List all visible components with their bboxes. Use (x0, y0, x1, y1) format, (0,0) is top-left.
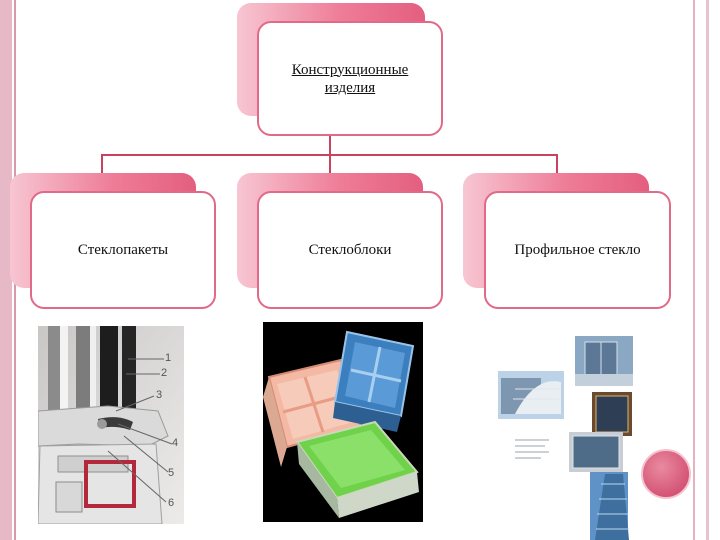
child-node-stekloblocki: Стеклоблоки (257, 191, 443, 309)
slide-right-line (693, 0, 695, 540)
connector-left (101, 154, 103, 174)
callout-6: 6 (168, 497, 175, 509)
photo-profile-glass-buildings (495, 334, 641, 540)
connector-right (556, 154, 558, 174)
root-node-label-line1: Конструкционные (291, 61, 409, 78)
photo-glass-blocks (263, 322, 423, 522)
callout-2: 2 (161, 367, 168, 379)
callout-4: 4 (172, 437, 179, 449)
decorative-pink-circle (641, 449, 691, 499)
photo-window-profile: 1 2 3 4 5 6 (38, 326, 184, 524)
callout-1: 1 (165, 352, 172, 364)
connector-vertical-root (329, 136, 331, 155)
child-node-profilnoe-steklo: Профильное стекло (484, 191, 671, 309)
root-node: Конструкционные изделия (257, 21, 443, 136)
slide-left-band (0, 0, 12, 540)
child-node-steklopakety: Стеклопакеты (30, 191, 216, 309)
callout-3: 3 (156, 389, 163, 401)
connector-middle (329, 154, 331, 174)
child-node-label: Стеклоблоки (308, 241, 392, 258)
slide-right-line (706, 0, 709, 540)
root-node-label-line2: изделия (324, 79, 376, 96)
child-node-label: Профильное стекло (514, 241, 641, 258)
callout-5: 5 (168, 467, 175, 479)
child-node-label: Стеклопакеты (77, 241, 169, 258)
